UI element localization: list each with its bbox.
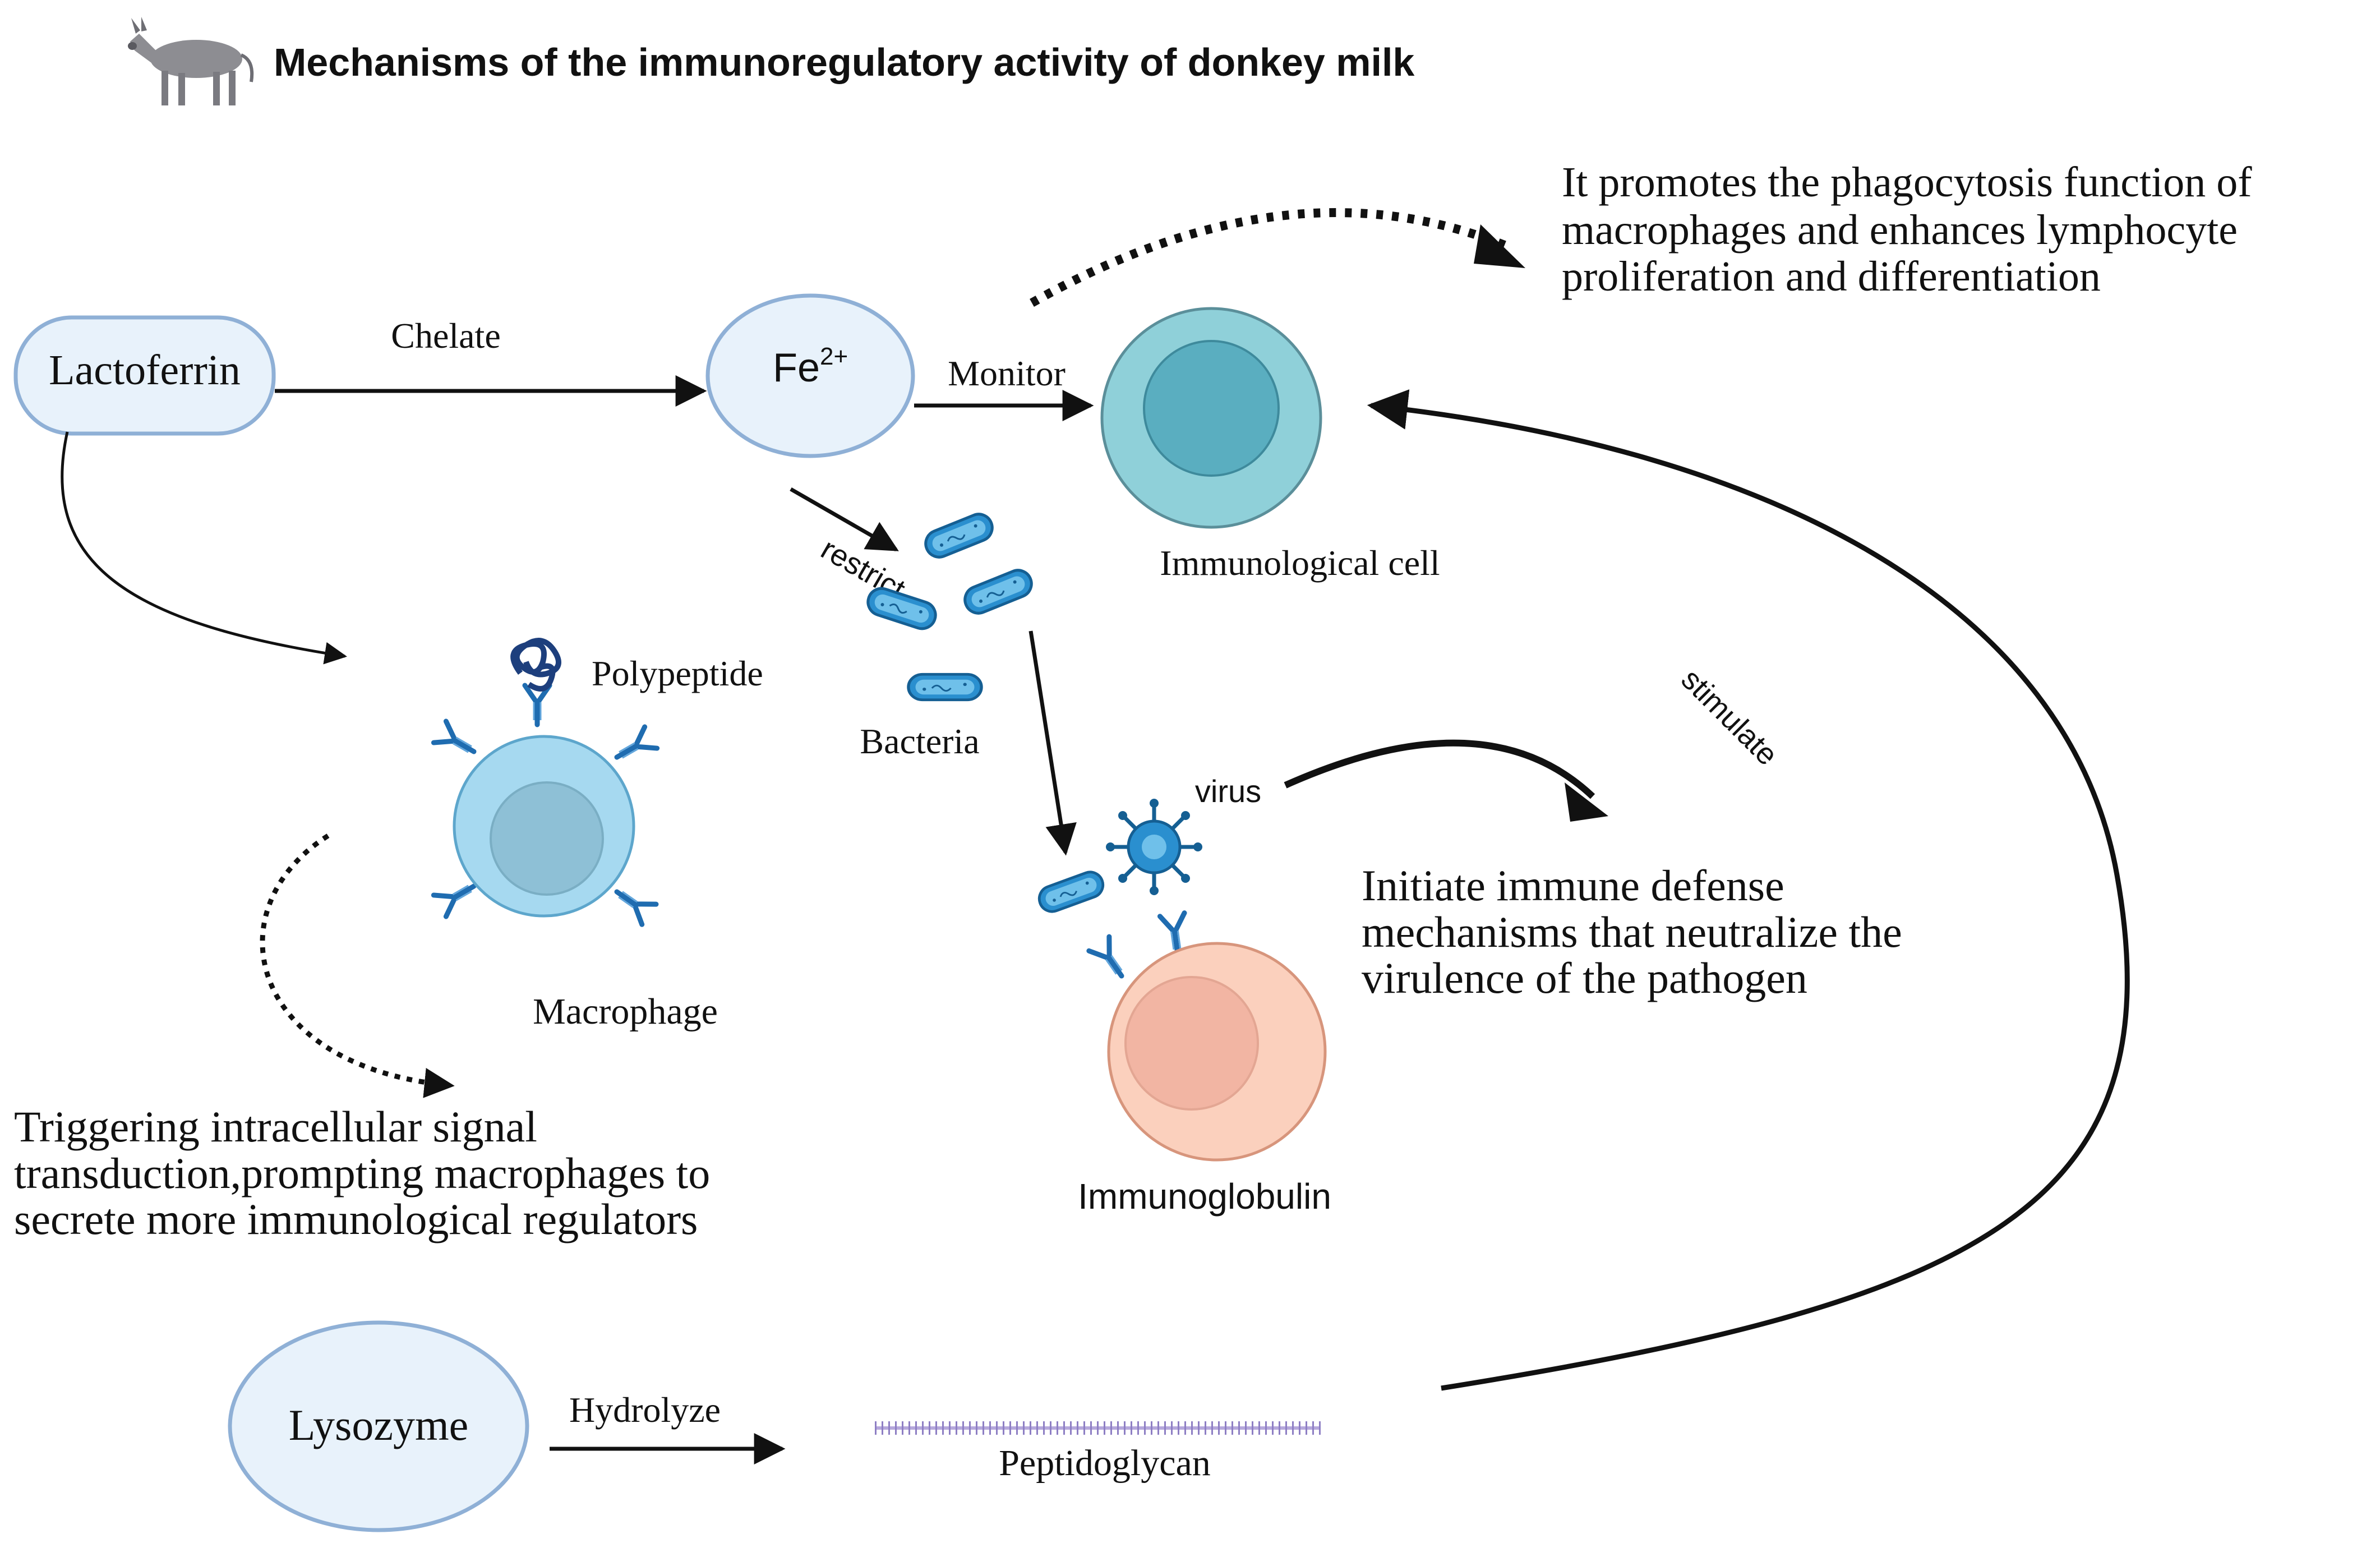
bacterium-4: [908, 674, 981, 700]
monitor-label: Monitor: [948, 353, 1066, 393]
donkey-icon: [128, 17, 254, 105]
signal-transduction-text: Triggering intracellular signal transduc…: [14, 1102, 721, 1243]
macrophage-nucleus: [490, 781, 604, 896]
stimulate-arrow: [1367, 389, 2130, 1391]
iron-label: Fe2+: [773, 343, 848, 390]
peptidoglycan-label: Peptidoglycan: [999, 1443, 1211, 1484]
chelate-label: Chelate: [391, 316, 500, 356]
phagocytosis-arrowhead: [1474, 224, 1525, 268]
immunoglobulin-label: Immunoglobulin: [1078, 1176, 1331, 1217]
bacteria-label: Bacteria: [860, 721, 979, 761]
phagocytosis-text: It promotes the phagocytosis function of…: [1562, 159, 2263, 300]
hydrolyze-label: Hydrolyze: [569, 1390, 721, 1430]
phagocytosis-dotted-arrow: [1030, 208, 1511, 307]
virus-label: virus: [1195, 773, 1261, 809]
signal-line-1: Triggering intracellular signal: [14, 1102, 537, 1151]
bacteria-cluster: [865, 510, 1036, 700]
immune-defense-text: Initiate immune defense mechanisms that …: [1362, 861, 1913, 1002]
iron-base: Fe: [773, 346, 820, 390]
restrict-arrow: [790, 487, 899, 552]
signal-line-3: secrete more immunological regulators: [14, 1195, 698, 1243]
diagram-title: Mechanisms of the immunoregulatory activ…: [274, 40, 1414, 84]
bacterium-1: [922, 510, 997, 561]
bacterium-2: [961, 566, 1036, 618]
lactoferrin-label: Lactoferrin: [49, 347, 241, 394]
polypeptide-icon: [510, 638, 561, 692]
polypeptide-label: Polypeptide: [592, 653, 763, 693]
signal-dotted-arrow: [260, 833, 455, 1098]
immune-defense-line-1: Initiate immune defense: [1362, 861, 1784, 910]
signal-line-2: transduction,prompting macrophages to: [14, 1149, 710, 1197]
immune-defense-line-3: virulence of the pathogen: [1362, 954, 1807, 1002]
lactoferrin-to-macrophage-arrow: [61, 431, 347, 665]
phagocytosis-line-2: macrophages and enhances lymphocyte: [1562, 206, 2238, 254]
bacteria-to-immunoglobulin-arrow: [1028, 630, 1077, 856]
bound-bacterium: [1036, 868, 1106, 915]
iron-oval: [705, 293, 915, 458]
immunological-cell-label: Immunological cell: [1160, 543, 1440, 583]
stimulate-label: stimulate: [1675, 662, 1784, 772]
iron-charge: 2+: [820, 343, 848, 370]
phagocytosis-line-3: proliferation and differentiation: [1562, 253, 2101, 300]
virus-icon: [1106, 799, 1202, 895]
lysozyme-label: Lysozyme: [289, 1401, 469, 1449]
phagocytosis-line-1: It promotes the phagocytosis function of: [1562, 159, 2252, 206]
immunoglobulin-nucleus: [1124, 976, 1259, 1111]
immune-defense-line-2: mechanisms that neutralize the: [1362, 908, 1902, 956]
immunological-cell-nucleus: [1143, 340, 1280, 477]
immune-defense-arrow: [1284, 739, 1595, 799]
lactoferrin-oval: [13, 315, 276, 436]
lysozyme-oval: [228, 1320, 529, 1532]
immune-defense-arrowhead: [1565, 782, 1608, 822]
macrophage-label: Macrophage: [533, 991, 718, 1032]
